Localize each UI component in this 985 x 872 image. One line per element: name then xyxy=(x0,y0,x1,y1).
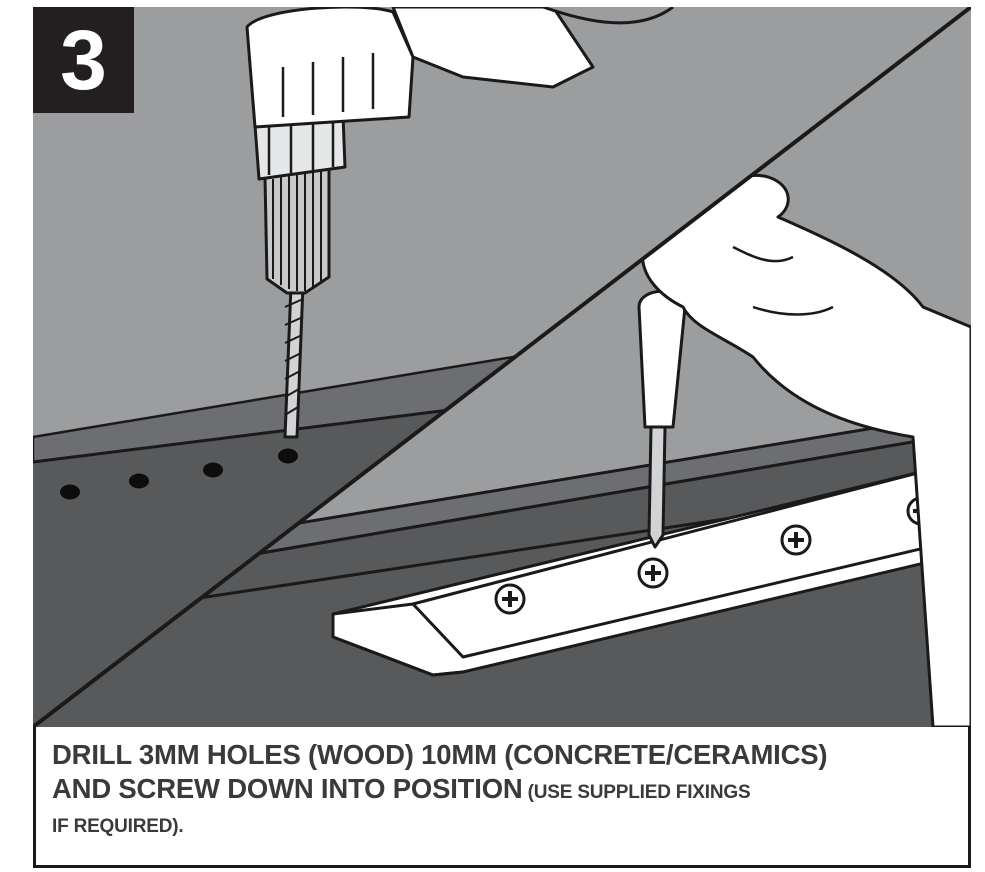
caption-line-2: AND SCREW DOWN INTO POSITION (USE SUPPLI… xyxy=(52,772,962,810)
drilled-hole xyxy=(129,473,149,489)
step-illustration xyxy=(33,7,971,727)
drilled-hole xyxy=(278,448,298,464)
drilled-hole xyxy=(60,484,80,500)
caption-line-1: DRILL 3MM HOLES (WOOD) 10MM (CONCRETE/CE… xyxy=(52,739,828,770)
panel-divider xyxy=(33,7,971,727)
caption-line-3: IF REQUIRED). xyxy=(52,816,184,837)
power-drill xyxy=(245,7,674,439)
screwdriver xyxy=(637,289,687,549)
step-number-badge: 3 xyxy=(33,7,134,113)
caption-main-text: AND SCREW DOWN INTO POSITION xyxy=(52,773,523,804)
step-number: 3 xyxy=(60,13,107,107)
caption-note-text: (USE SUPPLIED FIXINGS xyxy=(522,782,751,803)
hand xyxy=(640,174,971,727)
instruction-caption: DRILL 3MM HOLES (WOOD) 10MM (CONCRETE/CE… xyxy=(52,738,962,844)
drilled-hole xyxy=(203,462,223,478)
